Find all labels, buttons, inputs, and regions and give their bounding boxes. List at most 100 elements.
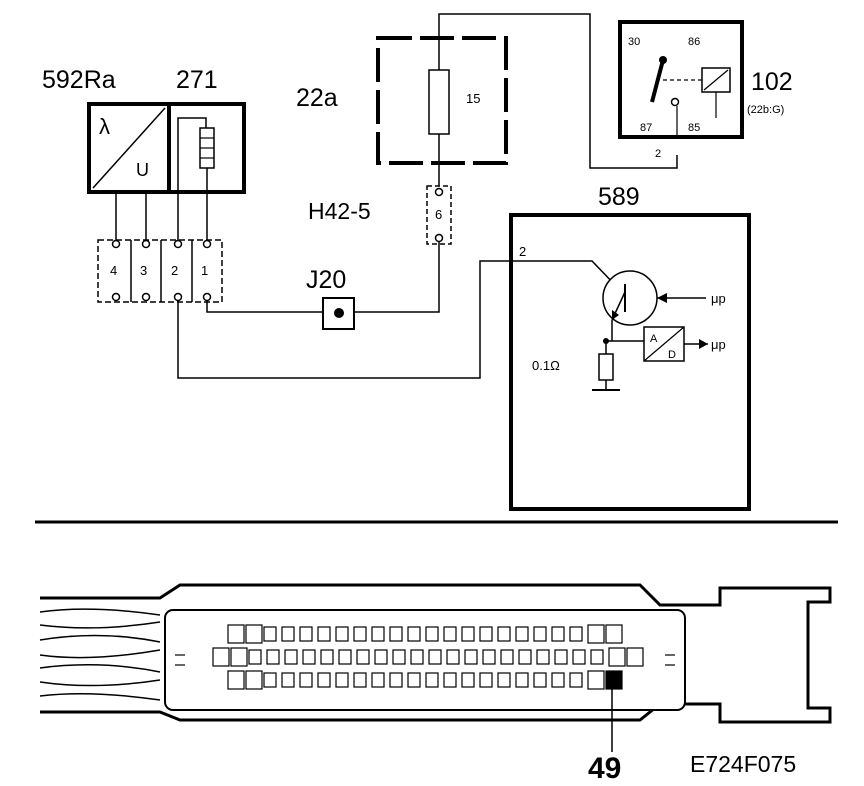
connector-pin-cavity	[608, 647, 626, 667]
ecu-label: 589	[598, 183, 640, 211]
connector-pin-cavity	[263, 626, 277, 642]
connector-pin-cavity	[281, 672, 295, 688]
plug-pin-2: 2	[171, 263, 178, 278]
ecu-ad-d: D	[668, 349, 676, 361]
connector-pin-grid	[212, 624, 644, 690]
connector-pin-cavity	[302, 649, 316, 665]
connector-pin-cavity	[446, 649, 460, 665]
connector-pin-cavity	[533, 626, 547, 642]
connector-pin-cavity	[479, 626, 493, 642]
connector-pin-cavity	[482, 649, 496, 665]
relay-sublabel: (22b:G)	[747, 104, 784, 116]
ecu-resistor: 0.1Ω	[532, 358, 560, 373]
sensor-component: λ U	[87, 102, 171, 194]
ecu-mu-p-1: μp	[711, 291, 726, 306]
connector-pin-cavity	[389, 672, 403, 688]
pin-49-label: 49	[588, 752, 621, 785]
connector-pin-cavity	[284, 649, 298, 665]
connector-pin-cavity	[227, 624, 245, 644]
connector-pin-cavity	[590, 649, 604, 665]
connector-pin-cavity	[263, 672, 277, 688]
sensor-u: U	[136, 160, 149, 180]
ecu-connector-view	[39, 583, 832, 752]
fuse-number: 15	[466, 91, 480, 106]
connector-pin-cavity	[281, 626, 295, 642]
connector-pin-cavity	[317, 626, 331, 642]
connector-pin-cavity	[515, 672, 529, 688]
plug-pin-3: 3	[140, 263, 147, 278]
relay-pin-85: 85	[688, 122, 700, 134]
connector-pin-cavity	[374, 649, 388, 665]
connector-pin-cavity	[410, 649, 424, 665]
wire-bundle	[39, 608, 161, 701]
figure-code: E724F075	[690, 751, 796, 777]
connector-pin-cavity	[626, 647, 644, 667]
connector-pin-cavity	[353, 626, 367, 642]
connector-pin-cavity	[317, 672, 331, 688]
plug-connector: 4 3 2 1	[97, 239, 223, 303]
sensor-label: 592Ra	[42, 66, 116, 94]
connector-pin-cavity	[320, 649, 334, 665]
relay-switch-contact	[650, 59, 665, 103]
ecu-pin-2: 2	[519, 244, 526, 259]
connector-pin-cavity	[551, 626, 565, 642]
relay-pin-30: 30	[628, 36, 640, 48]
connector-pin-cavity	[338, 649, 352, 665]
connector-pin-cavity	[572, 649, 586, 665]
connector-pin-cavity	[335, 626, 349, 642]
connector-pin-cavity	[533, 672, 547, 688]
sensor-lambda: λ	[99, 114, 110, 139]
connector-pin-cavity	[554, 649, 568, 665]
connector-pin-cavity	[392, 649, 406, 665]
relay-label: 102	[751, 68, 793, 96]
connector-pin-cavity	[500, 649, 514, 665]
connector-pin-cavity	[569, 672, 583, 688]
connector-pin-cavity	[389, 626, 403, 642]
connector-h42-5: 6	[426, 185, 452, 245]
connector-pin-cavity	[425, 626, 439, 642]
connector-pin-cavity	[407, 672, 421, 688]
ecu-ad-a: A	[650, 333, 658, 345]
connector-pin-cavity	[245, 670, 263, 690]
relay-pin-86: 86	[688, 36, 700, 48]
ecu-mu-p-2: μp	[711, 337, 726, 352]
connector-pin-cavity	[245, 624, 263, 644]
ecu-shunt-resistor	[598, 353, 614, 381]
connector-pin-cavity	[356, 649, 370, 665]
connector-pin-cavity	[443, 672, 457, 688]
ecu-589: 2 μp A D μp 0.1Ω	[509, 213, 751, 511]
connector-pin-cavity	[464, 649, 478, 665]
connector-pin-cavity	[551, 672, 565, 688]
connector-label: H42-5	[308, 198, 371, 224]
fuse-box-label: 22a	[296, 84, 338, 112]
connector-pin-cavity	[266, 649, 280, 665]
connector-pin-cavity	[461, 672, 475, 688]
connector-pin-cavity	[587, 624, 605, 644]
fuse-15	[428, 69, 450, 135]
connector-pin-cavity	[569, 626, 583, 642]
ecu-transistor	[602, 270, 658, 326]
connector-pin-cavity	[428, 649, 442, 665]
junction-j20	[322, 297, 355, 330]
connector-pin-cavity	[212, 647, 230, 667]
connector-pin-cavity	[536, 649, 550, 665]
connector-pin-cavity	[461, 626, 475, 642]
connector-pin-cavity	[299, 672, 313, 688]
junction-label: J20	[306, 266, 346, 294]
connector-pin-cavity	[605, 624, 623, 644]
heater-label: 271	[176, 66, 218, 94]
relay-pin-87: 87	[640, 122, 652, 134]
connector-pin-cavity	[248, 649, 262, 665]
connector-pin-cavity	[479, 672, 493, 688]
heater-component	[167, 102, 246, 194]
connector-pin-cavity	[299, 626, 313, 642]
connector-pin-cavity	[497, 626, 511, 642]
connector-pin: 6	[435, 207, 442, 222]
connector-pin-cavity	[371, 626, 385, 642]
plug-pin-4: 4	[110, 263, 117, 278]
connector-pin-cavity	[518, 649, 532, 665]
connector-pin-cavity	[371, 672, 385, 688]
plug-pin-1: 1	[201, 263, 208, 278]
fuse-box: 15	[376, 36, 508, 165]
